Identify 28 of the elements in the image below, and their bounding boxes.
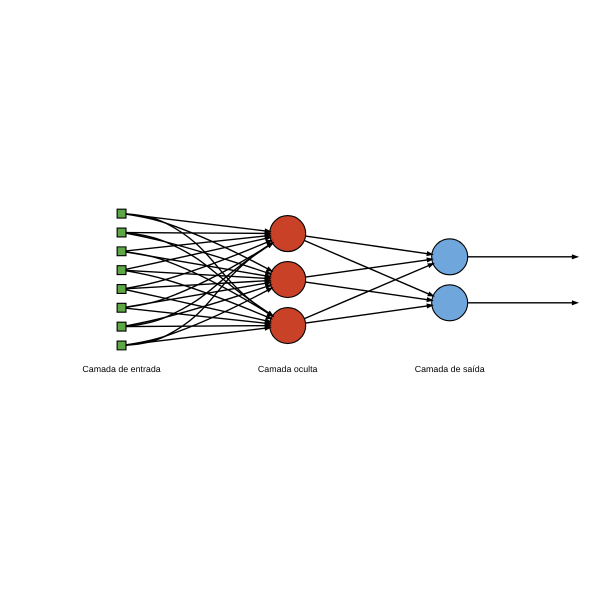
node-box — [116, 322, 127, 332]
node-circle — [431, 238, 468, 276]
node-box — [116, 227, 127, 238]
arrow — [304, 262, 435, 320]
node-circle — [269, 261, 306, 298]
node-box — [116, 265, 127, 276]
arrow — [126, 326, 272, 346]
label: Camada de saída — [414, 364, 485, 374]
arrow — [304, 240, 435, 297]
arrow — [126, 280, 272, 308]
node-box — [116, 246, 127, 256]
node-circle — [269, 306, 306, 344]
arrow — [306, 303, 434, 324]
arrow — [126, 242, 274, 308]
arrow — [306, 258, 434, 278]
arrow — [468, 300, 580, 306]
node-box — [116, 208, 127, 219]
arrow — [126, 213, 272, 234]
label: Camada de entrada — [82, 364, 161, 374]
arrow — [468, 254, 580, 260]
node-box — [116, 284, 127, 294]
node-circle — [431, 284, 468, 322]
node-circle — [269, 215, 306, 252]
node-box — [116, 340, 127, 350]
arrow — [306, 281, 434, 302]
label: Camada oculta — [258, 364, 318, 374]
arrow — [306, 235, 434, 256]
node-box — [116, 302, 127, 313]
